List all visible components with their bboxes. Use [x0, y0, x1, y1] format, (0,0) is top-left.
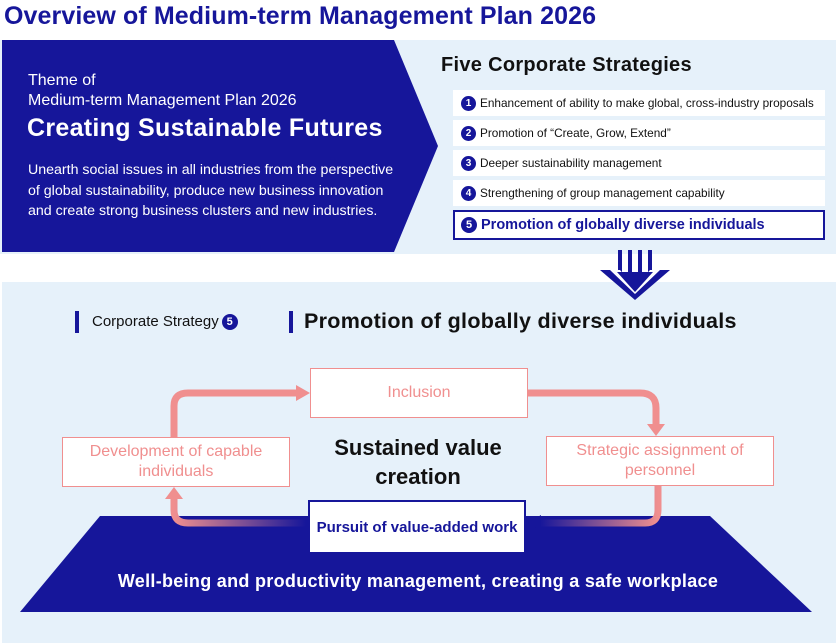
theme-description: Unearth social issues in all industries … [28, 162, 394, 219]
cycle-label: Strategic assignment of personnel [576, 442, 744, 479]
theme-panel [2, 40, 438, 252]
foundation-platform [20, 516, 812, 612]
corporate-strategy-label: Corporate Strategy 5 [92, 313, 242, 330]
cycle-label: Pursuit of value-added work [316, 518, 518, 536]
cycle-box-value-added-work: Pursuit of value-added work [308, 500, 526, 554]
strategies-heading: Five Corporate Strategies [441, 54, 692, 76]
strategy-label: Promotion of “Create, Grow, Extend” [480, 126, 671, 140]
strategy-item-2: 2 Promotion of “Create, Grow, Extend” [453, 120, 825, 146]
arrow-head-icon [165, 487, 183, 499]
arrow-head-icon [296, 385, 310, 401]
cycle-box-development: Development of capable individuals [62, 437, 290, 487]
foundation-text: Well-being and productivity management, … [117, 571, 719, 591]
strategy-label: Promotion of globally diverse individual… [481, 217, 765, 233]
cycle-label: Inclusion [387, 384, 451, 401]
strategy-item-4: 4 Strengthening of group management capa… [453, 180, 825, 206]
strategy-label: Deeper sustainability management [480, 156, 662, 170]
down-arrow-icon [600, 250, 670, 300]
number-badge: 1 [461, 95, 476, 111]
strategy-item-5-highlighted: 5 Promotion of globally diverse individu… [453, 210, 825, 240]
theme-label-line2: Medium-term Management Plan 2026 [28, 92, 297, 109]
number-badge: 4 [461, 185, 476, 201]
strategy-item-3: 3 Deeper sustainability management [453, 150, 825, 176]
detail-title: Promotion of globally diverse individual… [304, 309, 737, 333]
theme-title: Creating Sustainable Futures [27, 114, 383, 142]
strategy-label: Strengthening of group management capabi… [480, 186, 725, 200]
theme-label-line1: Theme of [28, 72, 96, 89]
strategy-label: Enhancement of ability to make global, c… [480, 96, 814, 110]
cycle-box-strategic-assignment: Strategic assignment of personnel [546, 436, 774, 486]
arrow-head-icon [528, 515, 541, 531]
center-text: Sustained value creation [334, 435, 502, 489]
strategy-item-1: 1 Enhancement of ability to make global,… [453, 90, 825, 116]
number-badge: 5 [461, 217, 477, 233]
number-badge: 2 [461, 125, 476, 141]
number-badge: 5 [221, 313, 238, 330]
number-badge: 3 [461, 155, 476, 171]
cycle-box-inclusion: Inclusion [310, 368, 528, 418]
corporate-strategy-text: Corporate Strategy [92, 313, 219, 330]
cycle-arrows [170, 389, 662, 527]
page-title: Overview of Medium-term Management Plan … [4, 2, 597, 30]
arrow-head-icon [647, 424, 665, 436]
cycle-label: Development of capable individuals [89, 443, 263, 480]
